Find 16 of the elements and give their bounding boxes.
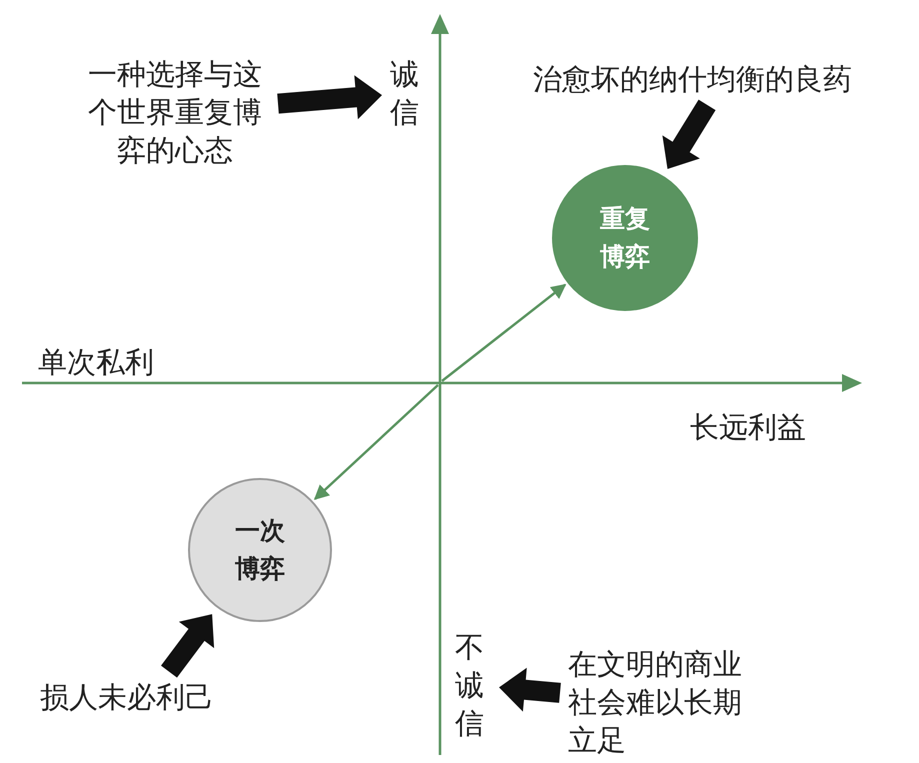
block-arrow bbox=[662, 100, 716, 169]
arrow bbox=[441, 284, 566, 382]
annotation-text: 诚信 bbox=[390, 55, 426, 131]
annotation-text: 不诚信 bbox=[455, 628, 491, 742]
circle-label: 重复博弈 bbox=[599, 203, 651, 273]
annotation-text: 治愈坏的纳什均衡的良药 bbox=[533, 60, 913, 98]
circle-label: 一次博弈 bbox=[234, 515, 286, 585]
annotation-text: 一种选择与这个世界重复博弈的心态 bbox=[80, 55, 270, 169]
block-arrow bbox=[161, 614, 214, 678]
arrow bbox=[314, 384, 439, 500]
annotation-text: 损人未必利己 bbox=[40, 678, 260, 716]
axis-label: 长远利益 bbox=[690, 409, 806, 446]
axis-label: 单次私利 bbox=[38, 344, 154, 381]
annotation-text: 在文明的商业社会难以长期立足 bbox=[568, 645, 753, 759]
block-arrow bbox=[277, 75, 382, 120]
block-arrow bbox=[499, 668, 561, 712]
